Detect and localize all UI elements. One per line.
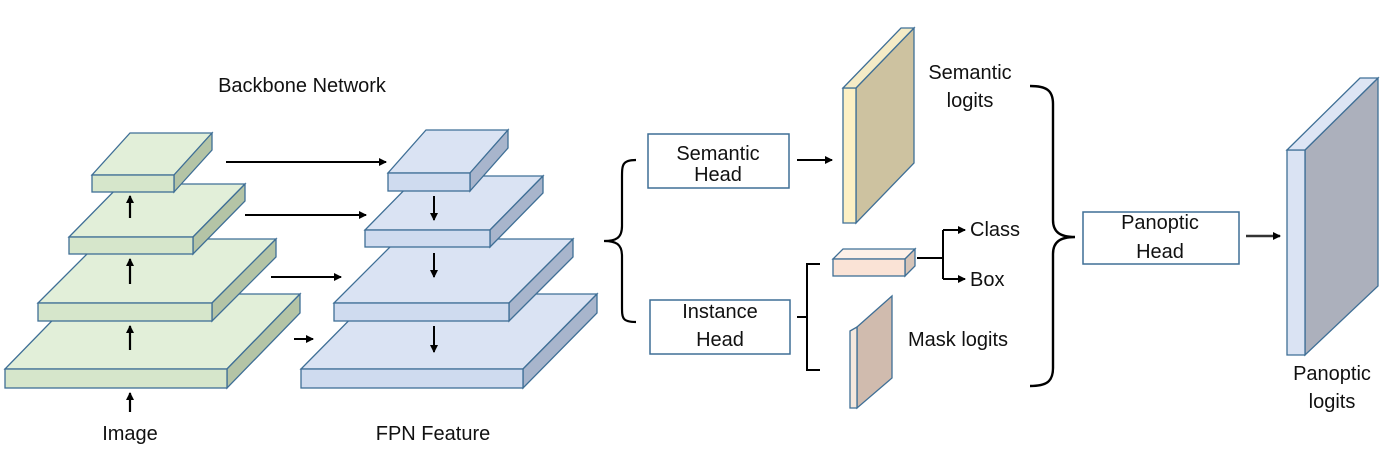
backbone-network-label: Backbone Network [218,75,387,97]
backbone-layer-3-front [37,302,213,322]
semantic-logits-label-line1: Semantic [928,62,1011,84]
semantic-head-box [647,133,790,189]
panoptic-logits-face [1304,76,1379,357]
box-label: Box [970,269,1004,291]
backbone-layer-3 [36,237,278,323]
backbone-layer-1-front [91,174,175,193]
semantic-head: Semantic Head [647,133,790,189]
backbone-pyramid [3,131,302,390]
lateral-arrows [226,158,387,343]
panoptic-logits-top [1285,77,1380,151]
panoptic-logits-label-line1: Panoptic [1293,363,1371,385]
backbone-layer-1 [90,131,214,194]
panoptic-head-label-line2: Head [1136,241,1184,263]
class-label: Class [970,219,1020,241]
backbone-layer-2-front [68,236,194,255]
panoptic-logits-side [1286,149,1306,356]
semantic-logits-feature [841,26,916,225]
fpn-layer-3 [332,237,575,323]
mask-logits-feature [849,294,893,410]
mask-logits-label: Mask logits [908,329,1008,351]
fpn-feature-label: FPN Feature [376,423,490,445]
instance-head-label-line2: Head [696,329,744,351]
fpn-layer-2-front [364,229,491,248]
semantic-head-label-line1: Semantic [676,143,759,165]
class-box-feature [831,247,917,278]
mask-logits-face [856,294,893,410]
instance-head-bracket [797,263,820,371]
backbone-layer-4-front [4,368,228,389]
class-box-feature-front [832,258,906,277]
mask-logits-side [849,325,858,409]
panoptic-head-box [1082,211,1240,265]
panoptic-logits-label-line2: logits [1309,391,1356,413]
instance-head-label-line1: Instance [682,301,758,323]
class-box-feature-top [831,248,917,260]
semantic-logits-label-line2: logits [947,90,994,112]
image-label: Image [102,423,158,445]
fpn-pyramid [299,128,599,390]
class-box-branch [917,230,944,279]
fpn-layer-3-front [333,302,510,322]
instance-head-box [649,299,791,355]
panoptic-head: Panoptic Head [1082,211,1240,265]
fpn-layer-1 [386,128,510,193]
fpn-layer-4-front [300,368,524,389]
fpn-layer-1-front [387,172,471,192]
semantic-logits-side [842,87,857,224]
semantic-logits-top [841,27,916,89]
backbone-layer-2 [67,182,247,256]
panoptic-head-label-line1: Panoptic [1121,212,1199,234]
fpn-to-heads-brace [603,158,637,324]
semantic-head-label-line2: Head [694,164,742,186]
panoptic-logits-feature [1285,76,1380,357]
instance-head: Instance Head [649,299,791,355]
outputs-to-panoptic-brace [1029,84,1076,388]
